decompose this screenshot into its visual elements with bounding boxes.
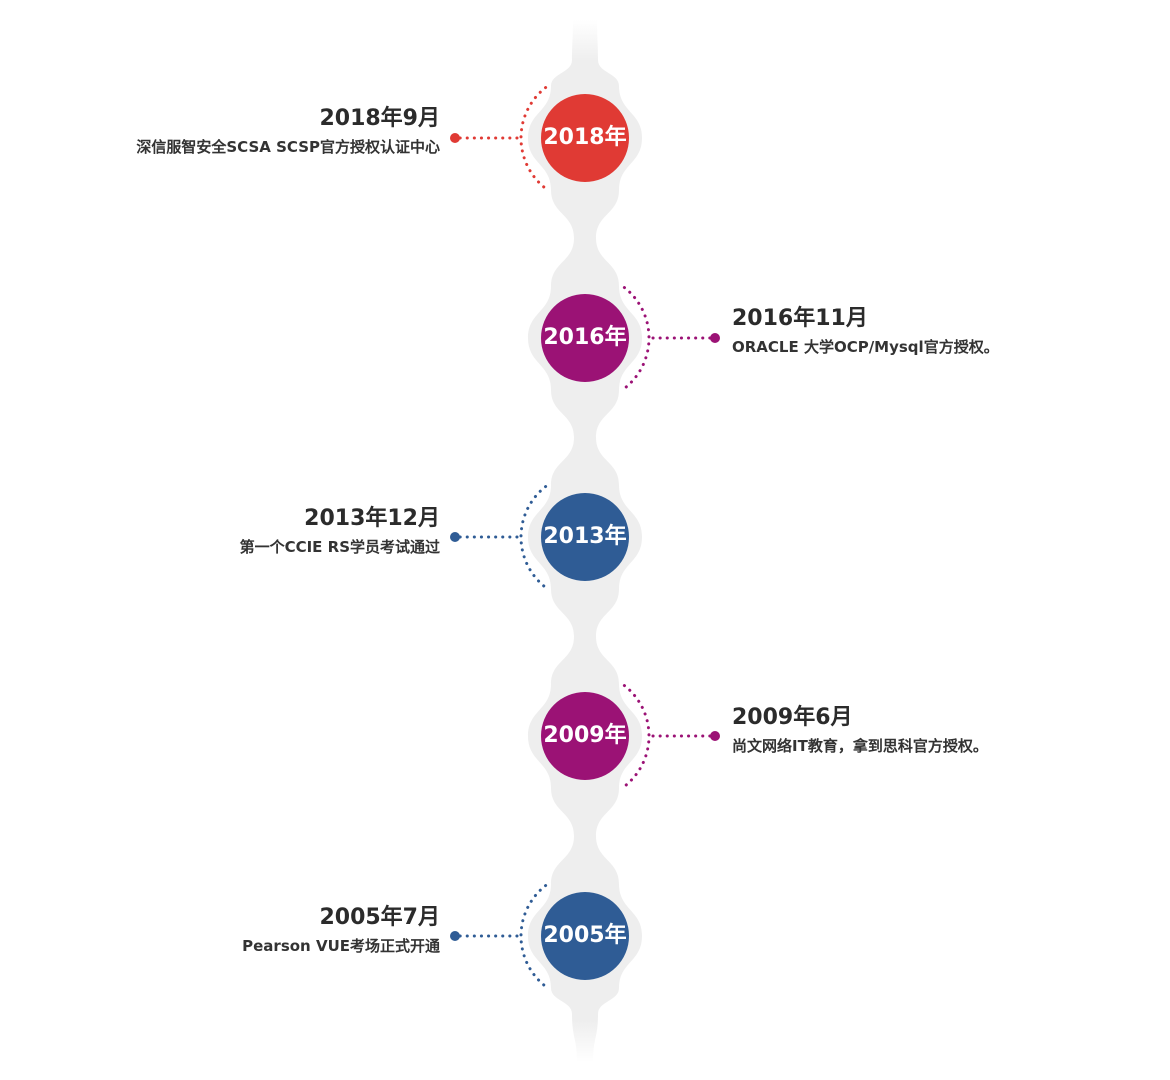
year-circle bbox=[541, 892, 629, 980]
connector-dot bbox=[710, 333, 720, 343]
milestone-marker-2016年 bbox=[541, 286, 720, 390]
year-circle bbox=[541, 692, 629, 780]
milestone-marker-2009年 bbox=[541, 684, 720, 788]
milestone-description: 尚文网络IT教育，拿到思科官方授权。 bbox=[732, 737, 988, 755]
milestone-entry-2018: 2018年9月 深信服智安全SCSA SCSP官方授权认证中心 bbox=[20, 104, 440, 158]
milestone-date: 2005年7月 bbox=[319, 905, 440, 930]
milestone-entry-2005: 2005年7月 Pearson VUE考场正式开通 bbox=[20, 903, 440, 957]
year-circle bbox=[541, 94, 629, 182]
year-circle bbox=[541, 493, 629, 581]
milestone-description: 第一个CCIE RS学员考试通过 bbox=[239, 538, 440, 556]
milestone-description: ORACLE 大学OCP/Mysql官方授权。 bbox=[732, 338, 999, 356]
year-circle-label-2016: 2016年 bbox=[543, 325, 627, 350]
dotted-arc bbox=[622, 684, 651, 788]
year-circle-label-2013: 2013年 bbox=[543, 524, 627, 549]
milestone-date: 2018年9月 bbox=[319, 106, 440, 131]
milestone-entry-2013: 2013年12月 第一个CCIE RS学员考试通过 bbox=[20, 504, 440, 558]
milestone-description: Pearson VUE考场正式开通 bbox=[242, 937, 440, 955]
milestone-marker-2005年 bbox=[450, 884, 629, 988]
year-circle-label-2009: 2009年 bbox=[543, 723, 627, 748]
connector-dot bbox=[450, 532, 460, 542]
connector-dot bbox=[450, 133, 460, 143]
milestone-entry-2009: 2009年6月 尚文网络IT教育，拿到思科官方授权。 bbox=[732, 703, 1152, 757]
year-circle-label-2005: 2005年 bbox=[543, 923, 627, 948]
connector-dot bbox=[710, 731, 720, 741]
dotted-arc bbox=[519, 485, 548, 589]
milestone-marker-2018年 bbox=[450, 86, 629, 190]
milestone-marker-2013年 bbox=[450, 485, 629, 589]
milestone-date: 2016年11月 bbox=[732, 306, 868, 331]
dotted-arc bbox=[622, 286, 651, 390]
year-circle-label-2018: 2018年 bbox=[543, 125, 627, 150]
milestone-date: 2013年12月 bbox=[304, 506, 440, 531]
dotted-arc bbox=[519, 884, 548, 988]
connector-dot bbox=[450, 931, 460, 941]
year-circle bbox=[541, 294, 629, 382]
milestone-date: 2009年6月 bbox=[732, 705, 853, 730]
milestone-description: 深信服智安全SCSA SCSP官方授权认证中心 bbox=[136, 138, 440, 156]
dotted-arc bbox=[519, 86, 548, 190]
milestone-entry-2016: 2016年11月 ORACLE 大学OCP/Mysql官方授权。 bbox=[732, 304, 1152, 358]
